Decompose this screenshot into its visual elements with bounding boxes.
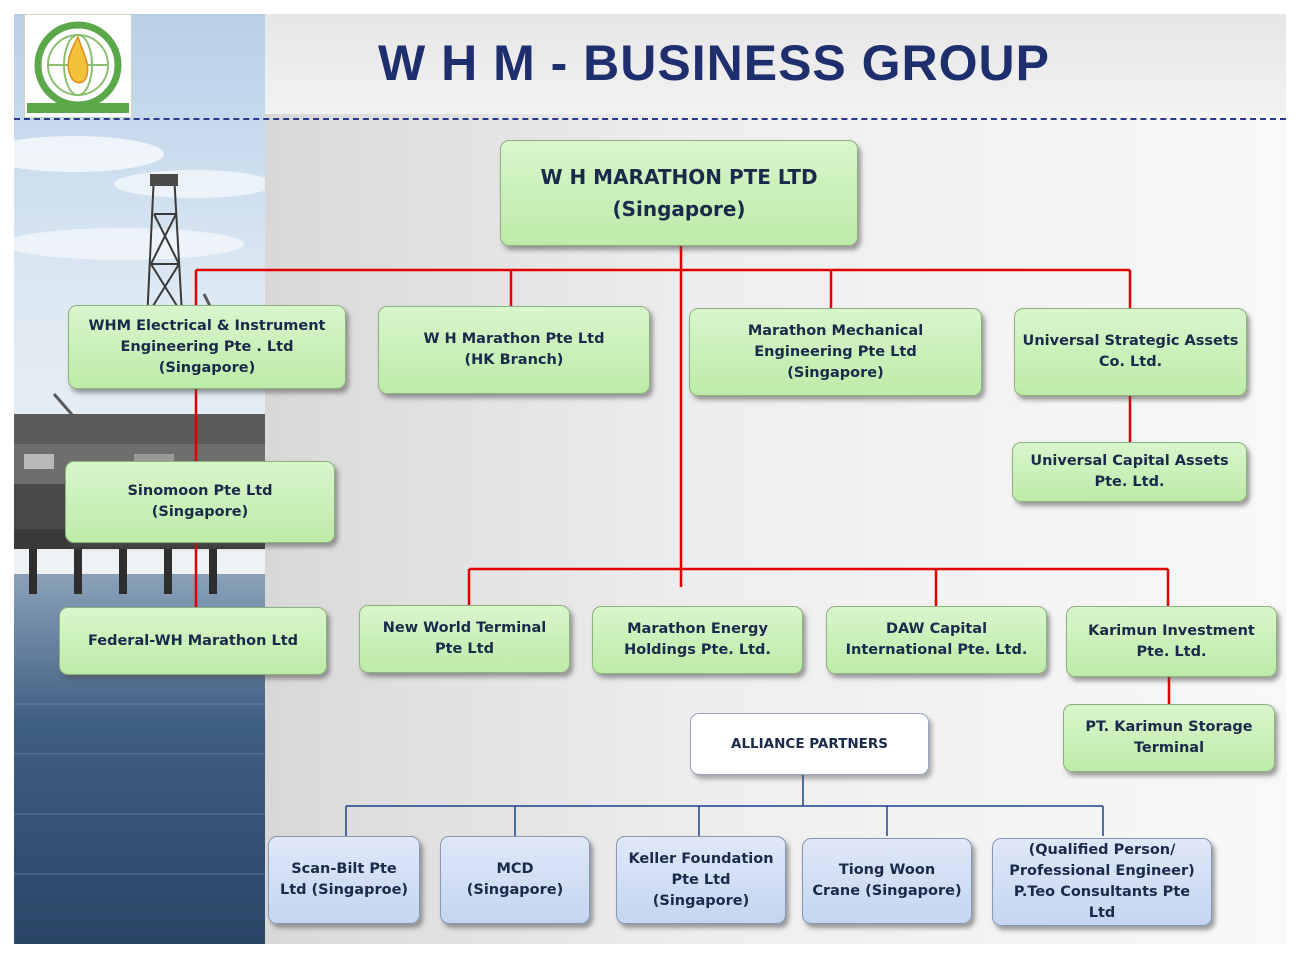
node-federal-wh-marathon: Federal-WH Marathon Ltd <box>59 607 327 675</box>
slide: W H M - BUSINESS GROUP <box>14 14 1286 944</box>
node-mcd: MCD (Singapore) <box>440 836 590 924</box>
dashed-divider <box>14 118 1286 120</box>
node-sinomoon: Sinomoon Pte Ltd (Singapore) <box>65 461 335 543</box>
node-universal-strategic-assets: Universal Strategic Assets Co. Ltd. <box>1014 308 1247 396</box>
whm-logo-globe-flame-icon <box>24 14 132 118</box>
node-marathon-energy-holdings: Marathon Energy Holdings Pte. Ltd. <box>592 606 803 674</box>
node-universal-capital-assets: Universal Capital Assets Pte. Ltd. <box>1012 442 1247 502</box>
node-marathon-mechanical-engineering: Marathon Mechanical Engineering Pte Ltd … <box>689 308 982 396</box>
node-wh-marathon-pte-ltd: W H MARATHON PTE LTD (Singapore) <box>500 140 858 246</box>
node-keller-foundation: Keller Foundation Pte Ltd (Singapore) <box>616 836 786 924</box>
node-pteo-consultants: (Qualified Person/ Professional Engineer… <box>992 838 1212 926</box>
node-pt-karimun-storage-terminal: PT. Karimun Storage Terminal <box>1063 704 1275 772</box>
node-scan-bilt: Scan-Bilt Pte Ltd (Singaproe) <box>268 836 420 924</box>
node-daw-capital-international: DAW Capital International Pte. Ltd. <box>826 606 1047 674</box>
node-new-world-terminal: New World Terminal Pte Ltd <box>359 605 570 673</box>
offshore-rig-photo <box>14 14 265 944</box>
node-alliance-partners: ALLIANCE PARTNERS <box>690 713 929 775</box>
node-karimun-investment: Karimun Investment Pte. Ltd. <box>1066 606 1277 677</box>
node-tiong-woon-crane: Tiong Woon Crane (Singapore) <box>802 838 972 924</box>
node-wh-marathon-hk-branch: W H Marathon Pte Ltd (HK Branch) <box>378 306 650 394</box>
page-title: W H M - BUSINESS GROUP <box>377 35 1051 91</box>
org-chart-connectors <box>194 246 1171 836</box>
node-whm-electrical-instrument: WHM Electrical & Instrument Engineering … <box>68 305 346 389</box>
